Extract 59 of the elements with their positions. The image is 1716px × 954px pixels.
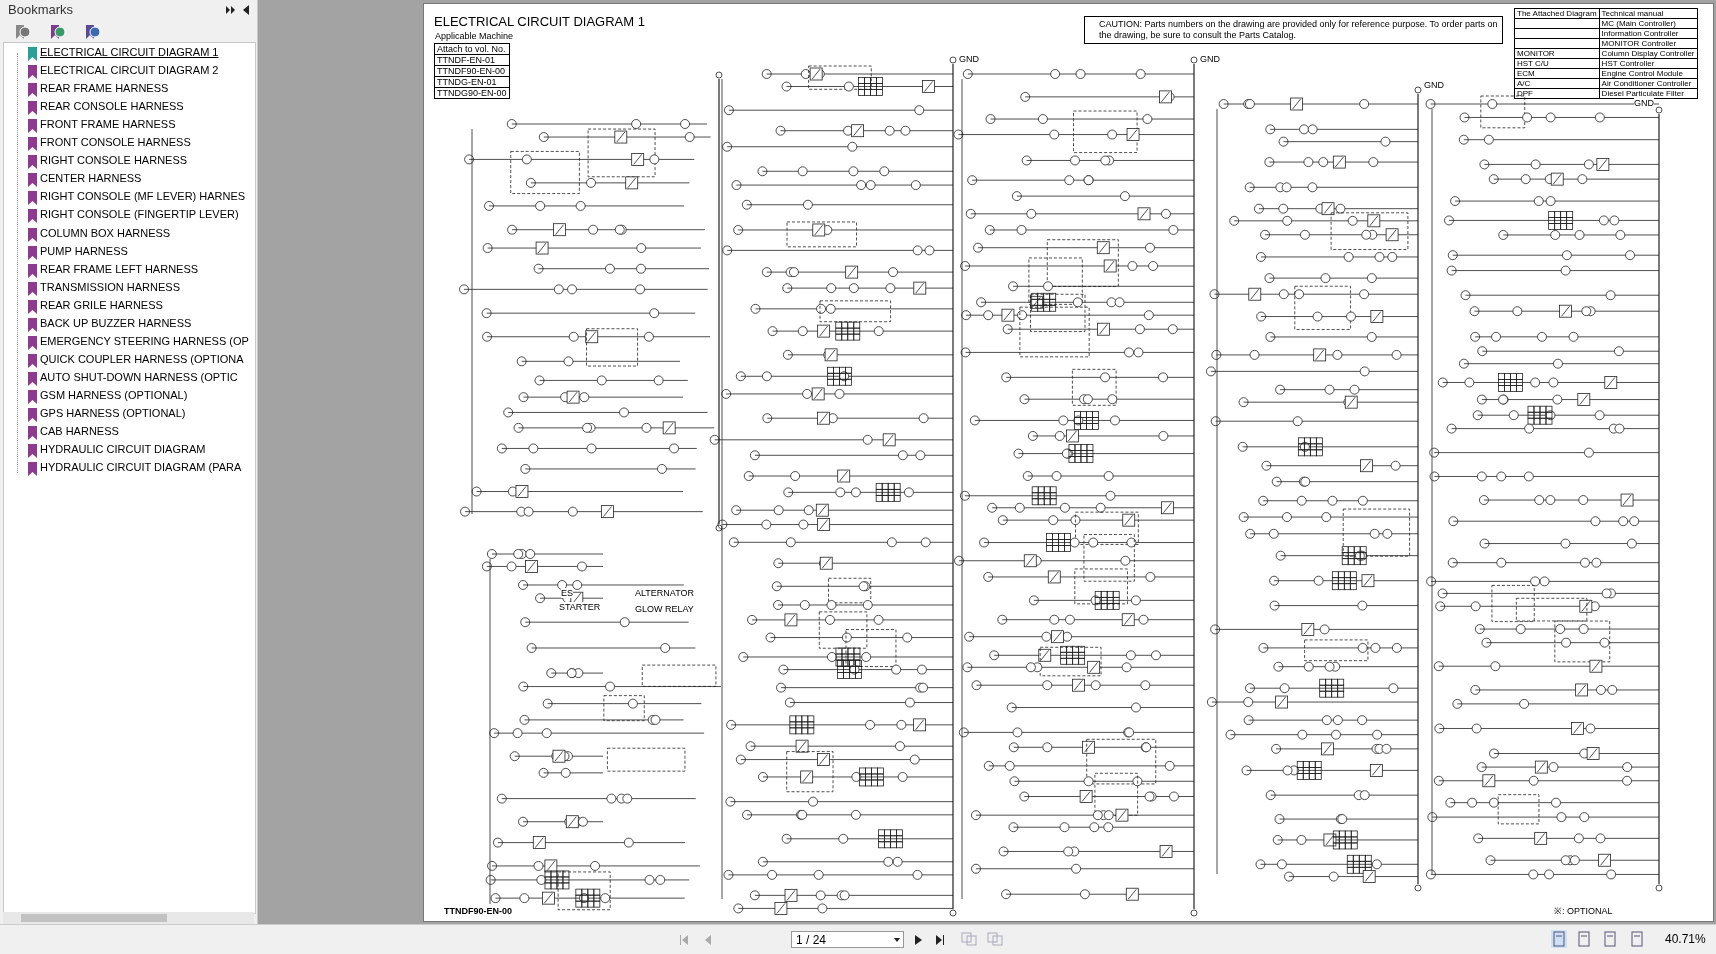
table-cell: A/C	[1514, 78, 1600, 89]
bookmark-item: FRONT FRAME HARNESS	[40, 118, 176, 131]
table-cell: MC (Main Controller)	[1599, 18, 1698, 29]
table-cell: Column Display Controller	[1599, 48, 1698, 59]
document-code: TTNDF90-EN-00	[444, 906, 512, 916]
bookmark-item: REAR GRILE HARNESS	[40, 298, 163, 311]
bookmark-item: COLUMN BOX HARNESS	[40, 226, 171, 239]
bookmark-item: PUMP HARNESS	[40, 244, 128, 257]
table-cell: MONITOR	[1514, 48, 1600, 59]
bookmark-item: CAB HARNESS	[40, 425, 119, 438]
table-cell: Engine Control Module	[1599, 68, 1698, 79]
ground-label: GND	[1424, 80, 1444, 90]
bookmark-item: AUTO SHUT-DOWN HARNESS (OPTIC	[40, 370, 238, 383]
bookmark-item: ELECTRICAL CIRCUIT DIAGRAM 1	[40, 46, 219, 58]
table-cell: TTNDF-EN-01	[434, 54, 509, 66]
bookmark-item: REAR FRAME HARNESS	[40, 82, 169, 95]
bookmark-item: CENTER HARNESS	[40, 172, 142, 185]
terminal-label: GLOW RELAY	[635, 604, 694, 614]
terminal-label: ES	[561, 588, 573, 598]
table-cell: HST Controller	[1599, 58, 1698, 69]
bookmark-item: RIGHT CONSOLE (MF LEVER) HARNES	[40, 190, 246, 203]
table-cell: Attach to vol. No.	[434, 43, 509, 55]
bookmark-item: REAR FRAME LEFT HARNESS	[40, 262, 199, 275]
bookmark-item: BACK UP BUZZER HARNESS	[40, 316, 192, 329]
table-cell: TTNDG90-EN-00	[434, 87, 509, 99]
bookmark-item: QUICK COUPLER HARNESS (OPTIONA	[40, 352, 244, 365]
terminal-label: ALTERNATOR	[635, 588, 694, 598]
table-cell: Information Controller	[1599, 28, 1698, 39]
bookmark-item: ELECTRICAL CIRCUIT DIAGRAM 2	[40, 64, 219, 77]
bookmark-item: REAR CONSOLE HARNESS	[40, 100, 184, 113]
bookmark-item: HYDRAULIC CIRCUIT DIAGRAM (PARA	[40, 461, 242, 474]
ground-label: GND	[959, 54, 979, 64]
bookmark-item: HYDRAULIC CIRCUIT DIAGRAM	[40, 443, 206, 456]
table-cell: HST C/U	[1514, 58, 1600, 69]
bookmark-item: TRANSMISSION HARNESS	[40, 280, 180, 293]
table-caption: Applicable Machine	[435, 31, 514, 41]
ground-label: GND	[1200, 54, 1220, 64]
diagram-title: ELECTRICAL CIRCUIT DIAGRAM 1	[434, 14, 645, 29]
caution-note: CAUTION: Parts numbers on the drawing are provided only for reference purpose. To order parts on the drawing, be sure to consult the Parts Catalog.	[1084, 16, 1503, 44]
ground-label: GND	[1634, 98, 1654, 108]
table-cell: ECM	[1514, 68, 1600, 79]
panel-title: Bookmarks	[8, 2, 74, 17]
table-cell: MONITOR Controller	[1599, 38, 1698, 49]
page-input-field: 1 / 24	[791, 931, 904, 948]
terminal-label: STARTER	[559, 602, 601, 612]
table-cell: TTNDF90-EN-00	[434, 65, 509, 77]
bookmark-item: GSM HARNESS (OPTIONAL)	[40, 388, 188, 401]
zoom-level: 40.71%	[1665, 932, 1706, 946]
table-cell: DPF	[1514, 88, 1600, 99]
table-cell: The Attached Diagram	[1514, 8, 1600, 19]
bookmark-item: EMERGENCY STEERING HARNESS (OP	[40, 334, 249, 347]
table-cell: Technical manual	[1599, 8, 1698, 19]
table-cell: Air Conditioner Controller	[1599, 78, 1698, 89]
bookmark-item: RIGHT CONSOLE (FINGERTIP LEVER)	[40, 208, 239, 221]
bookmark-item: GPS HARNESS (OPTIONAL)	[40, 407, 186, 419]
table-cell: TTNDG-EN-01	[434, 76, 509, 88]
optional-note: ※: OPTIONAL	[1554, 904, 1613, 917]
bookmark-item: FRONT CONSOLE HARNESS	[40, 136, 191, 149]
bookmark-item: RIGHT CONSOLE HARNESS	[40, 154, 188, 167]
